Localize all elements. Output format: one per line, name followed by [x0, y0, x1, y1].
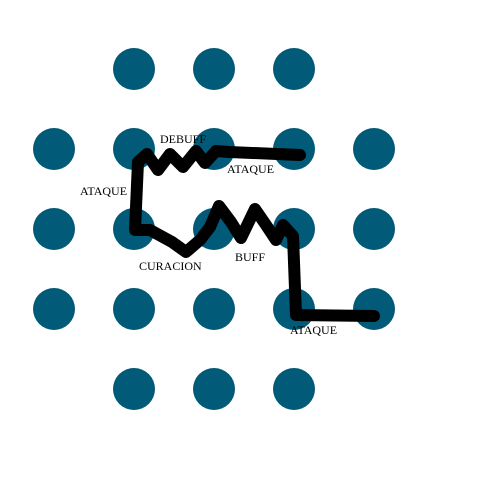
label-ataque-left: ATAQUE — [80, 184, 127, 198]
grid-dot — [353, 288, 395, 330]
label-buff: BUFF — [235, 250, 265, 264]
grid-dot — [113, 48, 155, 90]
grid-dot — [353, 208, 395, 250]
grid-dot — [33, 208, 75, 250]
grid-dot — [273, 48, 315, 90]
grid-dot — [193, 48, 235, 90]
grid-dot — [113, 368, 155, 410]
label-curacion: CURACION — [139, 259, 202, 273]
grid-dot — [193, 288, 235, 330]
label-ataque-top: ATAQUE — [227, 162, 274, 176]
grid-dot — [33, 288, 75, 330]
label-debuff: DEBUFF — [160, 132, 206, 146]
route-path — [129, 145, 380, 322]
grid-dot — [33, 128, 75, 170]
grid-dot — [193, 368, 235, 410]
grid-dot — [113, 288, 155, 330]
grid-dot — [273, 368, 315, 410]
grid-dot — [353, 128, 395, 170]
label-ataque-bottom: ATAQUE — [290, 323, 337, 337]
